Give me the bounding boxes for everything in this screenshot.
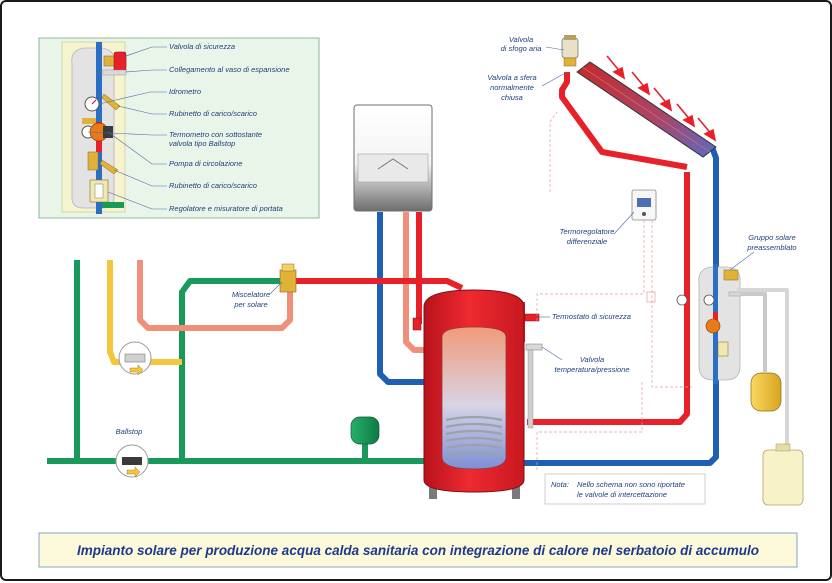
mixed-water-pipes: [137, 212, 432, 353]
ballstop-valve-lower: [115, 444, 149, 478]
label-termoregolatore-1: Termoregolatore: [560, 227, 615, 236]
solar-pump-group: [698, 264, 742, 384]
label-valvola-sfera-1: Valvola a sfera: [487, 73, 536, 82]
label-valvola-sfogo-1: Valvola: [509, 35, 533, 44]
wall-boiler: [353, 104, 433, 212]
leader-miscelatore: [269, 281, 283, 295]
thermometer-icon: [676, 294, 688, 306]
label-termoregolatore-2: differenziale: [567, 237, 607, 246]
inset-leader-lines: [87, 46, 167, 210]
leader-valvola-sfogo: [545, 46, 565, 51]
inset-label-termometro: Termometro con sottostante: [169, 130, 262, 139]
mixer-valve: [279, 263, 297, 293]
ballstop-valve-upper: [118, 341, 152, 376]
leader-valvola-tp: [541, 346, 563, 361]
inset-label-idrometro: Idrometro: [169, 87, 201, 96]
note-box: Nota: Nello schema non sono riportate le…: [544, 473, 706, 505]
caption-box: Impianto solare per produzione acqua cal…: [38, 532, 798, 568]
heat-exchanger-coil: [445, 415, 503, 457]
controller-wiring: [536, 111, 692, 472]
boiler-circuit-pipes: [377, 212, 427, 385]
caption-text: Impianto solare per produzione acqua cal…: [77, 543, 759, 558]
note-label: Nota:: [551, 480, 569, 489]
inset-label-regolatore: Regolatore e misuratore di portata: [169, 204, 283, 213]
solar-collector: [576, 61, 717, 158]
label-gruppo-solare-2: preassemblato: [746, 243, 796, 252]
inset-label-rubinetto-2: Rubinetto di carico/scarico: [169, 181, 257, 190]
label-gruppo-solare-1: Gruppo solare: [748, 233, 796, 242]
label-valvola-sfera-2: normalmente: [490, 83, 534, 92]
hot-water-pipes: [292, 72, 690, 425]
label-termostato: Termostato di sicurezza: [552, 312, 631, 321]
pump-group-detail-inset: Valvola di sicurezza Collegamento al vas…: [38, 37, 320, 219]
inset-label-rubinetto-1: Rubinetto di carico/scarico: [169, 109, 257, 118]
storage-tank: [412, 289, 543, 499]
label-miscelatore-2: per solare: [233, 300, 267, 309]
leader-gruppo-solare: [729, 251, 755, 271]
label-ballstop: Ballstop: [116, 427, 143, 436]
inset-label-collegamento-vaso: Collegamento al vaso di espansione: [169, 65, 290, 74]
inset-label-valvola-sicurezza: Valvola di sicurezza: [169, 42, 235, 51]
leader-termoregolatore: [613, 211, 635, 235]
inset-labels: Valvola di sicurezza Collegamento al vas…: [169, 42, 290, 213]
air-vent-valve: [561, 35, 579, 67]
inset-label-pompa: Pompa di circolazione: [169, 159, 242, 168]
solar-return-pipes: [522, 145, 719, 466]
label-valvola-sfogo-2: di sfogo aria: [501, 44, 542, 53]
differential-controller: [631, 189, 657, 221]
sun-ray-arrows: [606, 55, 717, 142]
cold-water-pipes: [47, 260, 434, 464]
label-valvola-sfera-3: chiusa: [501, 93, 523, 102]
leader-valvola-sfera: [541, 71, 568, 87]
expansion-lines: [737, 288, 789, 450]
fluid-canister: [762, 443, 804, 506]
expansion-vessel-green: [350, 416, 380, 445]
note-line-2: le valvole di intercettazione: [577, 490, 667, 499]
component-labels: Valvola di sfogo aria Valvola a sfera no…: [116, 35, 797, 436]
inset-label-ballstop: valvola tipo Ballstop: [169, 139, 235, 148]
solar-expansion-vessel: [750, 372, 782, 412]
controller-sensor-box: [646, 291, 656, 303]
note-line-1: Nello schema non sono riportate: [577, 480, 685, 489]
label-miscelatore-1: Miscelatore: [232, 290, 270, 299]
label-valvola-tp-1: Valvola: [580, 355, 604, 364]
label-valvola-tp-2: temperatura/pressione: [554, 365, 629, 374]
